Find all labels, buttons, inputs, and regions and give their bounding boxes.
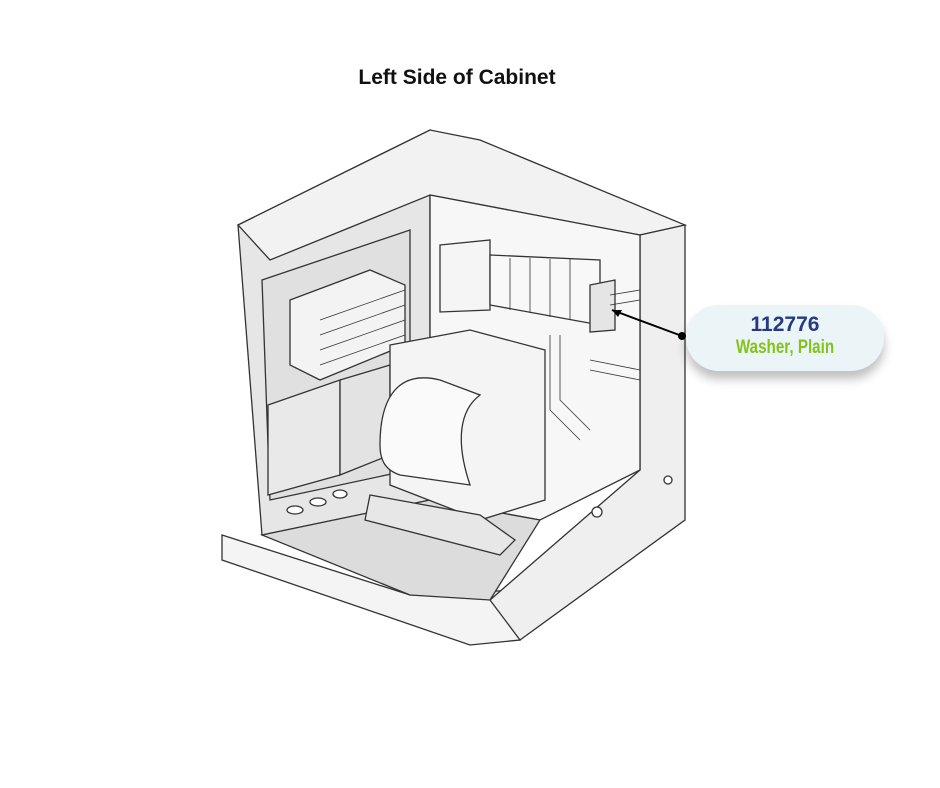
leader-line xyxy=(611,309,683,337)
part-number: 112776 xyxy=(750,313,820,336)
part-description: Washer, Plain xyxy=(735,337,835,358)
diagram-title: Left Side of Cabinet xyxy=(358,66,556,89)
leader-arrowhead xyxy=(612,310,622,317)
leader-dot xyxy=(678,332,686,340)
part-callout[interactable]: 112776 Washer, Plain xyxy=(686,305,884,371)
